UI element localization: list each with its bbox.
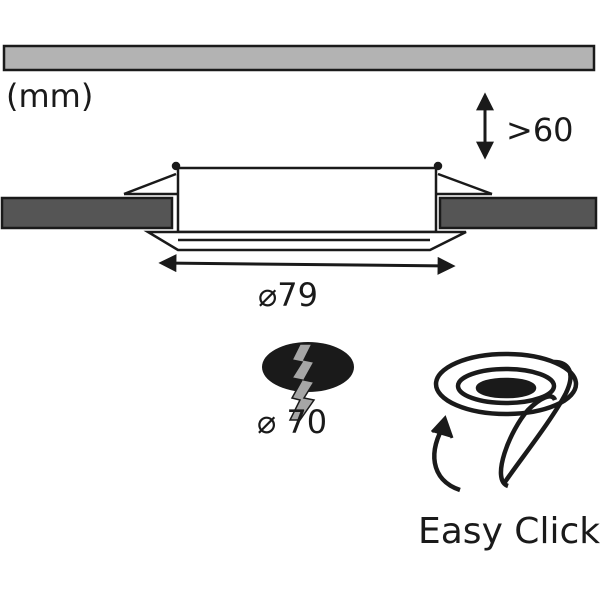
depth-label: >60 xyxy=(506,111,574,149)
easy-click-icon xyxy=(430,351,579,493)
ceiling-board-top xyxy=(2,44,596,72)
ceiling-section-right xyxy=(438,196,598,230)
cutout-icon xyxy=(262,342,354,421)
outer-diameter-label: ⌀79 xyxy=(258,276,318,314)
downlight-fixture xyxy=(123,161,493,252)
cutout-diameter-label: ⌀ 70 xyxy=(257,403,328,441)
unit-label: (mm) xyxy=(6,77,94,115)
diameter-arrow xyxy=(158,254,456,275)
ceiling-section-left xyxy=(0,196,174,230)
easy-click-label: Easy Click xyxy=(418,511,600,552)
